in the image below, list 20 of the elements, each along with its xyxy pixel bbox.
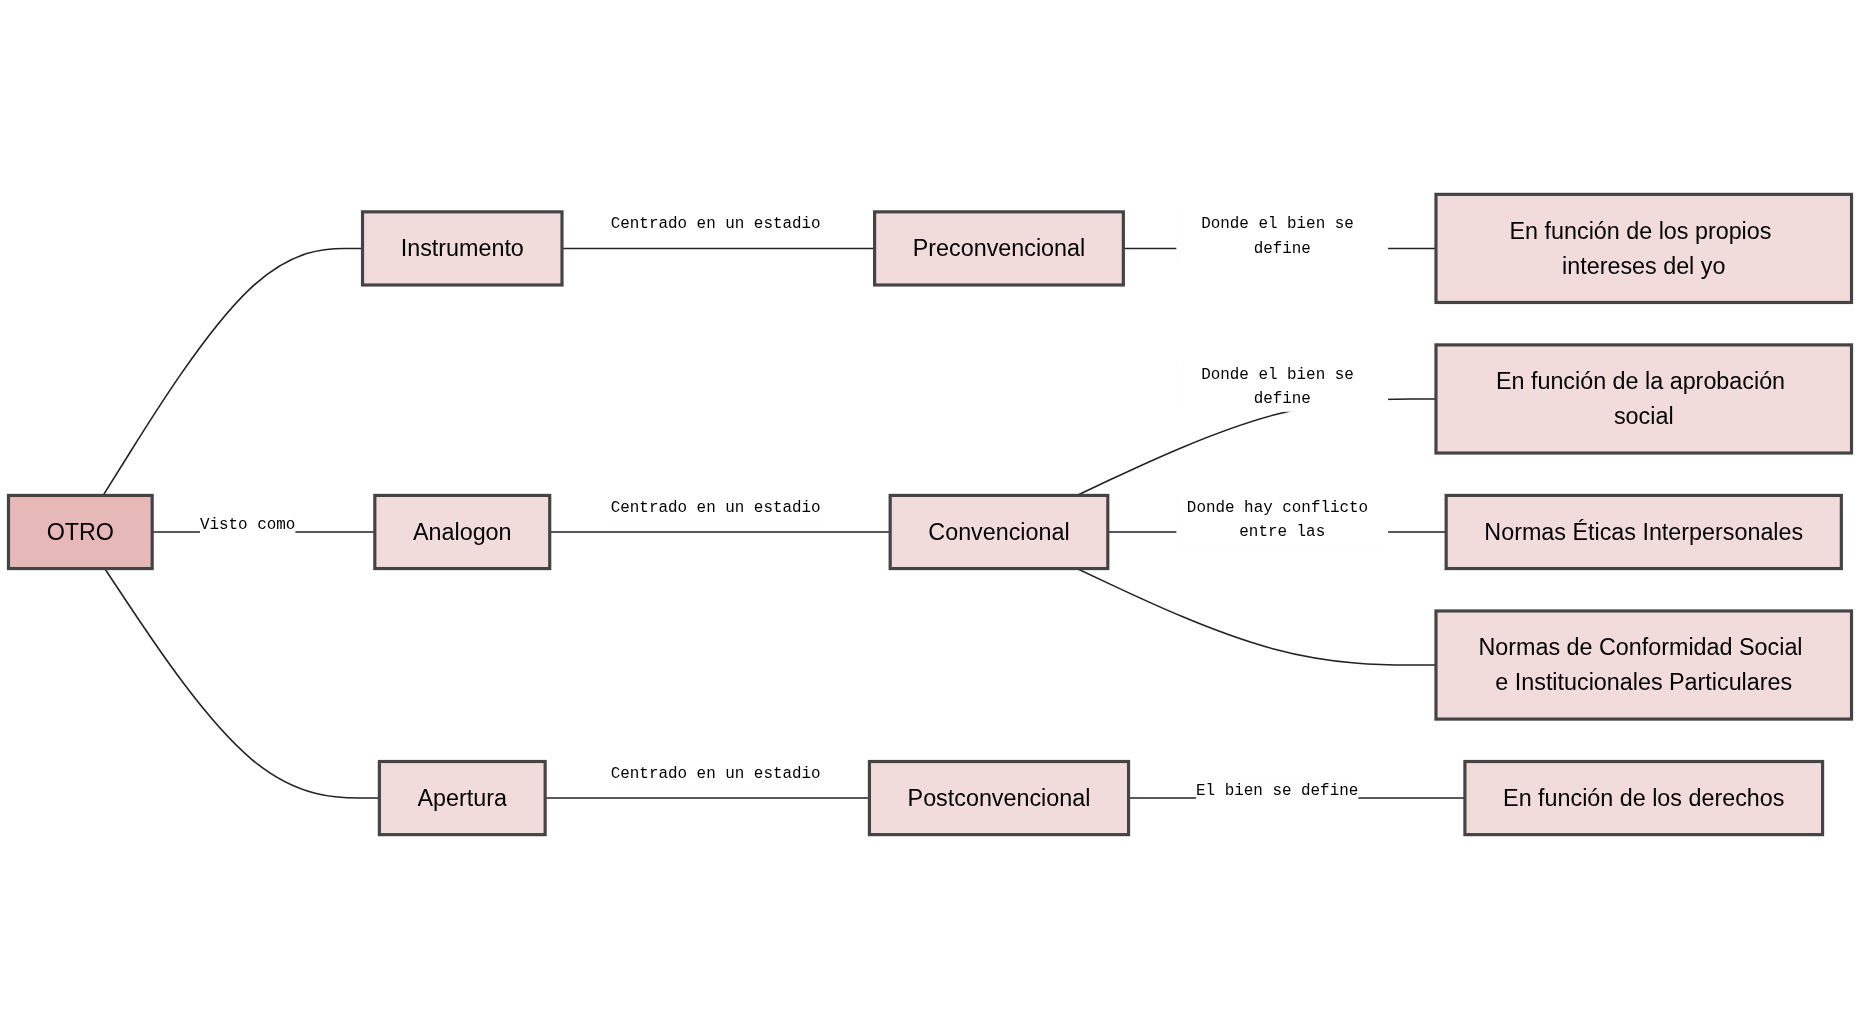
- node-box: En función de los propios intereses del yo: [1434, 192, 1854, 305]
- edge-label: Centrado en un estadio: [610, 215, 821, 234]
- node-box: En función de la aprobación social: [1434, 343, 1854, 455]
- edge-label: Donde el bien se define: [1201, 366, 1354, 408]
- node-box: En función de los derechos: [1463, 759, 1825, 837]
- node-box: Normas de Conformidad Social e Institucionales Particulares: [1434, 609, 1854, 721]
- node-box: Preconvencional: [873, 210, 1125, 287]
- edge-label: El bien se define: [1196, 782, 1359, 801]
- node-box: Convencional: [888, 493, 1110, 571]
- node-box: Analogon: [373, 493, 552, 571]
- node-box: Apertura: [377, 759, 547, 837]
- node-box: OTRO: [6, 493, 154, 571]
- edge-label: Visto como: [199, 516, 296, 535]
- node-box: Postconvencional: [867, 759, 1131, 837]
- node-box: Instrumento: [360, 210, 564, 287]
- node-box: Normas Éticas Interpersonales: [1444, 493, 1843, 571]
- edge-label: Centrado en un estadio: [610, 499, 821, 518]
- edge-label: Donde el bien se define: [1201, 215, 1354, 258]
- edge-label: Donde hay conflicto entre las: [1186, 499, 1369, 541]
- edge-label: Centrado en un estadio: [610, 765, 821, 784]
